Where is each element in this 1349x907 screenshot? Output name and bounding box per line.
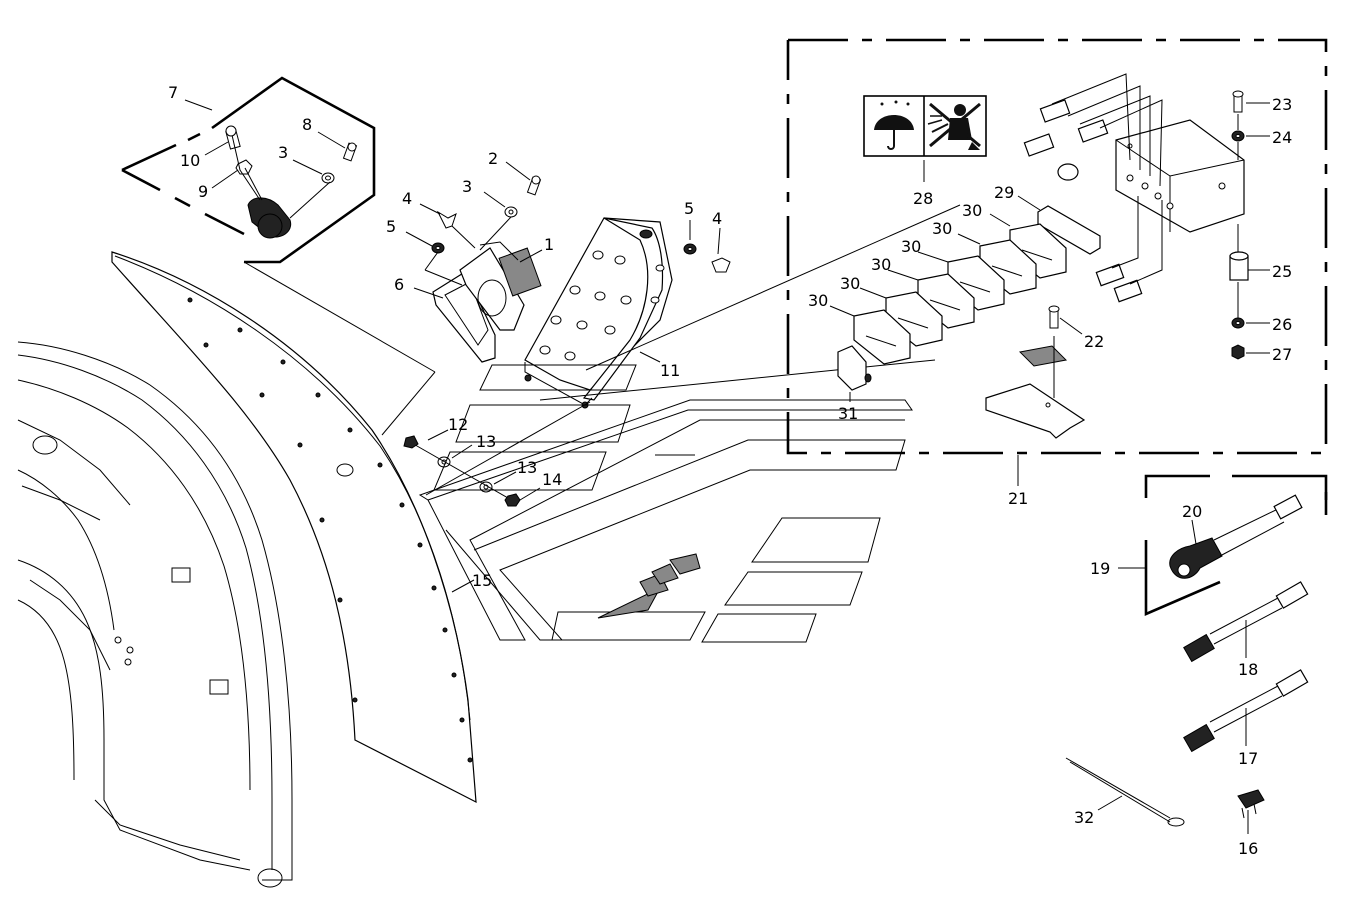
cable-17: [1183, 669, 1309, 753]
callout-30-b: 30: [932, 219, 952, 238]
callout-29: 29: [994, 183, 1014, 202]
callout-4-right: 4: [712, 209, 722, 228]
callout-19: 19: [1090, 559, 1110, 578]
standoff-25: [1229, 251, 1249, 281]
fuse-clip: [1018, 336, 1068, 398]
callout-32: 32: [1074, 808, 1094, 827]
callout-22: 22: [1084, 332, 1104, 351]
callout-16: 16: [1238, 839, 1258, 858]
washer-13b: [479, 481, 493, 493]
callout-25: 25: [1272, 262, 1292, 281]
washer-26: [1231, 317, 1245, 329]
callout-21: 21: [1008, 489, 1028, 508]
cable-18: [1183, 581, 1309, 663]
umbrella-icon: [874, 100, 914, 150]
electrical-kit-box: 21 28: [786, 38, 1328, 508]
wing-nut-4a: [436, 210, 457, 229]
callout-3-center: 3: [462, 177, 472, 196]
mounting-bracket: 5 4 11: [524, 199, 731, 409]
bracket-holes: [539, 250, 665, 361]
junction-box: [1115, 119, 1245, 233]
screw-2: [526, 175, 542, 196]
decal-outlines: [418, 364, 913, 643]
fuse-holders: [853, 223, 1067, 365]
cable-kit-box: 19 20: [1090, 474, 1328, 616]
callout-20: 20: [1182, 502, 1202, 521]
washer-5b: [683, 243, 697, 255]
washer-24: [1231, 130, 1245, 142]
wing-nut-4b: [711, 257, 731, 273]
mudguard-plate: [111, 251, 477, 804]
washer-5a: [431, 242, 445, 254]
screw-12: [403, 435, 419, 449]
callout-3-left: 3: [278, 143, 288, 162]
callout-26: 26: [1272, 315, 1292, 334]
reflector-group: 4 5 3 2 1 6: [386, 149, 554, 363]
callout-15: 15: [472, 571, 492, 590]
callout-7: 7: [168, 83, 178, 102]
warning-decal: 28: [863, 95, 987, 208]
callout-17: 17: [1238, 749, 1258, 768]
callout-30-e: 30: [840, 274, 860, 293]
callout-8: 8: [302, 115, 312, 134]
cable-tie-32: [1065, 757, 1185, 827]
callout-2: 2: [488, 149, 498, 168]
callout-12: 12: [448, 415, 468, 434]
callout-9: 9: [198, 182, 208, 201]
callout-6: 6: [394, 275, 404, 294]
screw-23: [1232, 90, 1244, 113]
callout-18: 18: [1238, 660, 1258, 679]
callout-30-d: 30: [871, 255, 891, 274]
callout-13-lower: 13: [517, 458, 537, 477]
blade-fuse-16: [1237, 789, 1265, 819]
callout-23: 23: [1272, 95, 1292, 114]
screw-22: [1048, 305, 1060, 329]
callout-11: 11: [660, 361, 680, 380]
washer-3: [321, 172, 335, 184]
connector-leaders: [539, 204, 961, 401]
callout-31: 31: [838, 404, 858, 423]
callout-14: 14: [542, 470, 562, 489]
no-pressure-washer-icon: [927, 102, 981, 150]
callout-4-left: 4: [402, 189, 412, 208]
callout-5-left: 5: [386, 217, 396, 236]
fender-drawing: [17, 341, 293, 888]
lamp-lens-ribs: [498, 247, 542, 297]
callout-30-c: 30: [901, 237, 921, 256]
screw-8: [342, 142, 358, 162]
fuse-31: [837, 345, 872, 391]
callout-24: 24: [1272, 128, 1292, 147]
lamp-assembly-group: 7 10 9 8 3: [121, 76, 436, 436]
callout-30-f: 30: [808, 291, 828, 310]
plate-holes: [187, 297, 473, 763]
callout-10: 10: [180, 151, 200, 170]
callout-28: 28: [913, 189, 933, 208]
screw-10: [225, 125, 241, 150]
connector-20: [1169, 494, 1303, 579]
washer-3b: [504, 206, 518, 218]
callout-5-right: 5: [684, 199, 694, 218]
cable-glands: [1023, 73, 1163, 303]
nut-14: [504, 493, 521, 507]
nut-27: [1231, 344, 1245, 360]
callout-30-a: 30: [962, 201, 982, 220]
callout-27: 27: [1272, 345, 1292, 364]
mounting-plate: [985, 383, 1086, 439]
callout-1: 1: [544, 235, 554, 254]
nut-9: [235, 159, 253, 175]
